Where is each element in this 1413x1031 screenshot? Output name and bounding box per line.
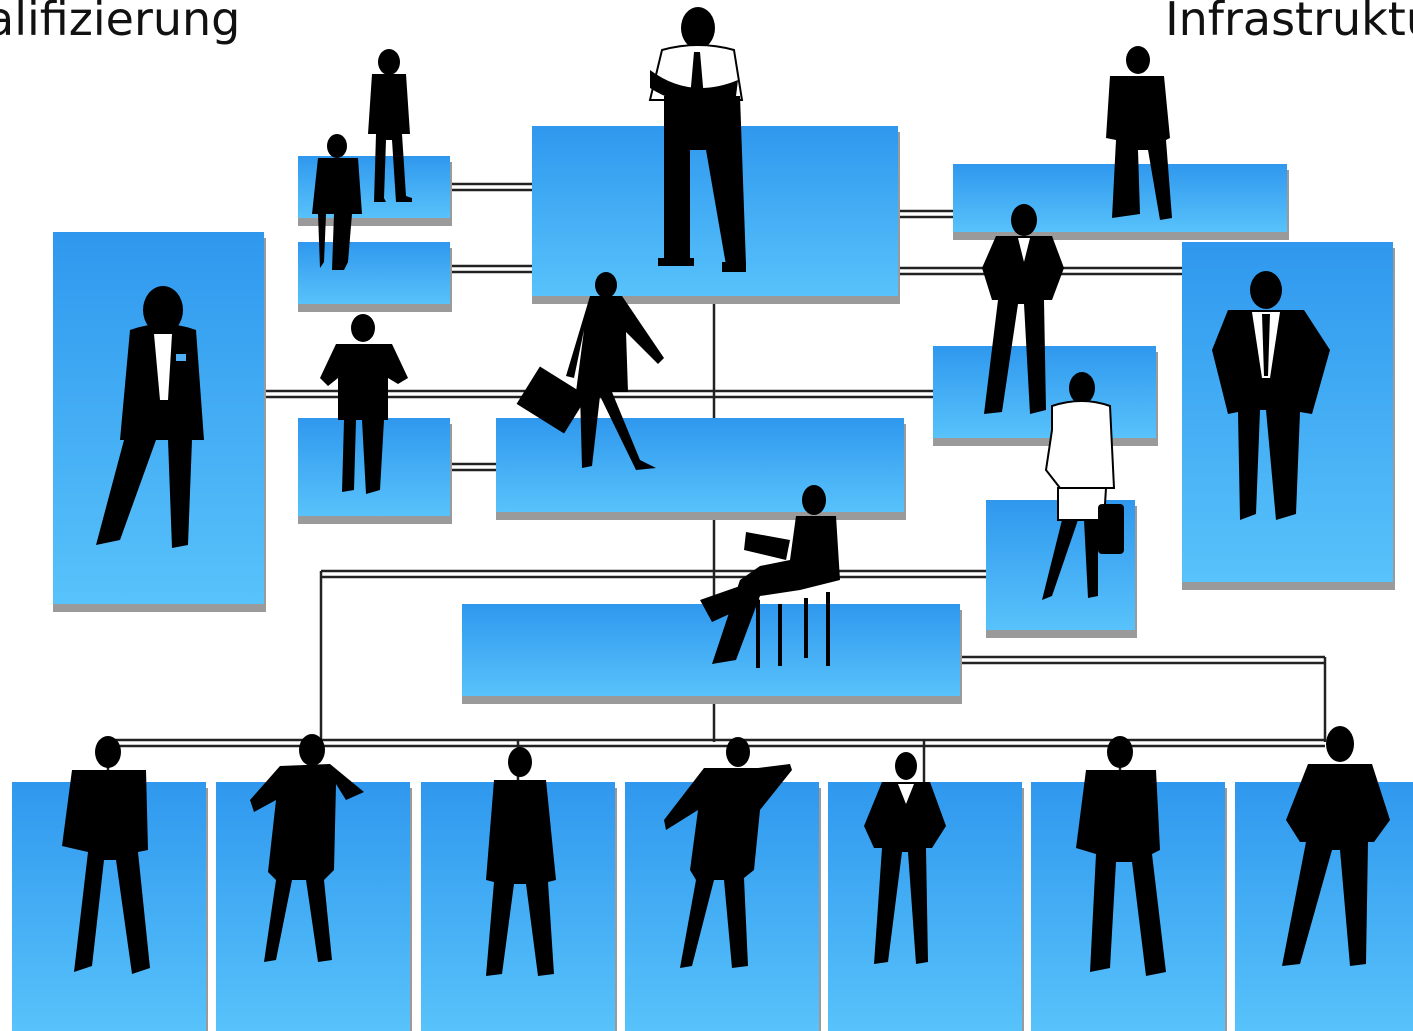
man-top-right-silhouette <box>1106 46 1172 220</box>
businesswoman-left-silhouette <box>96 286 204 548</box>
top-right-label: Infrastruktu <box>1165 0 1413 46</box>
central-wide-box <box>496 418 906 520</box>
man-hands-on-hips-silhouette <box>320 314 408 494</box>
walking-woman-briefcase-silhouette <box>516 272 664 470</box>
woman-hands-on-hips-silhouette <box>982 204 1064 414</box>
org-boxes <box>12 126 1413 1031</box>
bottom-person-3-silhouette <box>486 747 556 976</box>
executive-silhouette <box>648 7 746 272</box>
bottom-person-5-silhouette <box>864 752 946 964</box>
bottom-person-1-silhouette <box>62 736 150 974</box>
bottom-box-7 <box>1235 782 1413 1031</box>
bottom-person-7-silhouette <box>1282 726 1390 966</box>
right-tall-box <box>1182 242 1395 590</box>
top-left-label: alifizierung <box>0 0 241 46</box>
man-arms-crossed-small-silhouette <box>312 134 362 270</box>
woman-on-phone-silhouette <box>368 49 412 202</box>
seated-man-silhouette <box>700 485 840 668</box>
executive-box <box>532 126 900 304</box>
man-tall-right-silhouette <box>1212 271 1330 520</box>
bottom-person-6-silhouette <box>1076 736 1166 976</box>
bottom-box-1 <box>12 782 208 1031</box>
woman-white-suit-silhouette <box>1042 372 1124 600</box>
silhouettes <box>62 7 1390 976</box>
bottom-person-4-silhouette <box>664 737 792 968</box>
bottom-person-2-silhouette <box>250 734 364 962</box>
